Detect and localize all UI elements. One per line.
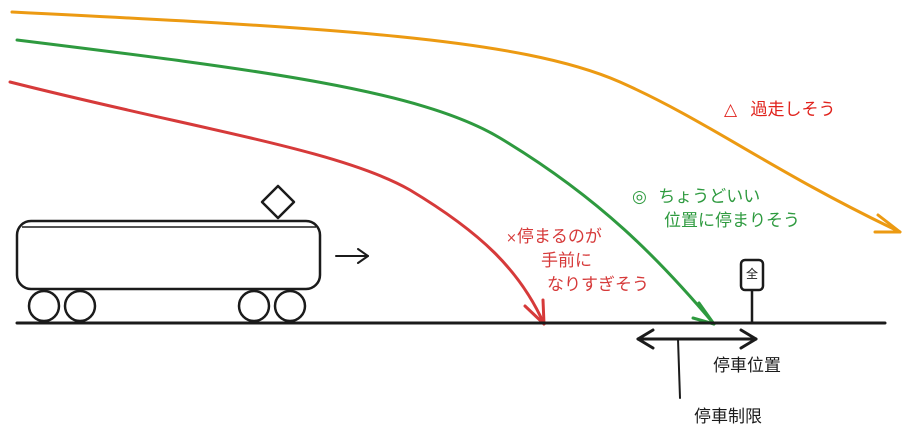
pantograph-icon [260, 184, 296, 220]
stop-position-range-icon [636, 328, 758, 350]
wheel-icon [237, 289, 271, 323]
stop-limit-leader [677, 338, 681, 399]
good-stop-label: ◎ ちょうどいい [632, 187, 760, 207]
sign-board [739, 258, 765, 292]
sign-character: 全 [746, 267, 759, 281]
wheel-icon [273, 289, 307, 323]
good-mark-icon: ◎ [632, 187, 647, 207]
train-car [15, 184, 322, 323]
good-trajectory-curve [15, 38, 716, 326]
good-stop-label-line2: 位置に停まりそう [664, 211, 800, 231]
right-arrow-icon [335, 248, 369, 264]
early-stop-label: ×停まるのが [506, 227, 602, 249]
overrun-trajectory-curve [10, 10, 902, 234]
early-line1: 停まるのが [516, 227, 602, 247]
overrun-label: △ 過走しそう [724, 100, 835, 120]
stop-position-label: 停車位置 [713, 356, 781, 376]
train-body [15, 219, 322, 291]
stop-limit-label: 停車制限 [694, 407, 762, 427]
early-stop-label-line3: なりすぎそう [547, 275, 649, 295]
good-line1: ちょうどいい [658, 187, 761, 207]
overrun-line1: 過走しそう [750, 100, 836, 120]
wheel-icon [27, 289, 61, 323]
stop-sign [739, 258, 765, 323]
overrun-mark-icon: △ [724, 100, 738, 120]
early-stop-label-line2: 手前に [541, 251, 592, 271]
early-trajectory-curve [8, 80, 546, 326]
wheel-icon [63, 289, 97, 323]
early-mark-icon: × [506, 231, 517, 246]
overrun-arrowhead-icon [873, 213, 902, 234]
